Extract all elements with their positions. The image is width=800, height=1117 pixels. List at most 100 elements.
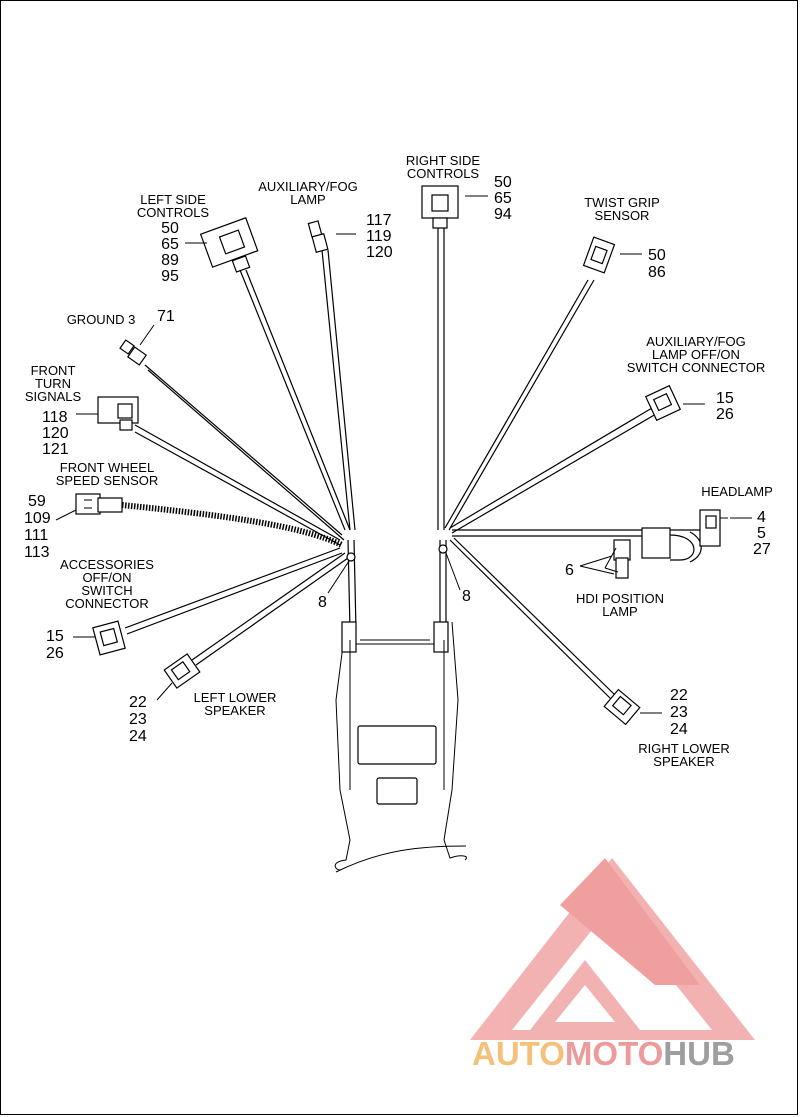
svg-text:95: 95 (161, 268, 179, 285)
wire-right-lower-speaker-2 (453, 537, 617, 697)
svg-text:15: 15 (46, 628, 64, 645)
svg-text:RIGHT LOWER: RIGHT LOWER (638, 741, 730, 756)
svg-text:121: 121 (42, 441, 69, 458)
wire-aux-fog-lamp (321, 249, 351, 531)
front-turn-signals-label: FRONT TURN SIGNALS 118 120 121 (25, 363, 82, 458)
right-clip-number: 8 (462, 588, 471, 605)
watermark-logo-icon (470, 858, 755, 1040)
twist-grip-connector-icon (582, 236, 616, 274)
svg-text:15: 15 (716, 390, 734, 407)
leader-lines (55, 195, 752, 714)
aux-fog-switch-connector-icon (644, 384, 682, 422)
wire-front-wheel-speed-sensor (121, 502, 344, 548)
aux-fog-lamp-connector-icon (307, 220, 329, 254)
front-wheel-speed-sensor-label: FRONT WHEEL SPEED SENSOR 59 109 111 113 (24, 460, 158, 561)
svg-text:24: 24 (670, 721, 688, 738)
watermark-text: AUTOMOTOHUB (472, 1035, 735, 1072)
left-lower-speaker-connector-icon (163, 653, 201, 689)
right-lower-speaker-label: 22 23 24 RIGHT LOWER SPEAKER (638, 687, 730, 769)
svg-text:94: 94 (494, 206, 512, 223)
svg-text:OFF/ON: OFF/ON (82, 570, 131, 585)
svg-text:4: 4 (757, 509, 766, 526)
svg-text:TURN: TURN (35, 376, 71, 391)
svg-text:RIGHT SIDE: RIGHT SIDE (406, 153, 480, 168)
wire-aux-fog-lamp-2 (327, 249, 356, 531)
svg-text:65: 65 (494, 190, 512, 207)
svg-text:LEFT SIDE: LEFT SIDE (140, 192, 206, 207)
svg-text:SENSOR: SENSOR (595, 208, 650, 223)
aux-fog-switch-label: AUXILIARY/FOG LAMP OFF/ON SWITCH CONNECT… (627, 334, 765, 423)
svg-text:SPEED SENSOR: SPEED SENSOR (56, 473, 159, 488)
aux-fog-lamp-label: AUXILIARY/FOG LAMP 117 119 120 (258, 179, 393, 261)
svg-text:26: 26 (46, 645, 64, 662)
wire-ground-3 (144, 364, 343, 536)
svg-text:SWITCH: SWITCH (81, 583, 132, 598)
wire-front-turn-signals-2 (134, 431, 341, 546)
svg-text:23: 23 (670, 704, 688, 721)
svg-text:5: 5 (757, 525, 766, 542)
wire-left-trunk-2 (353, 539, 357, 631)
svg-text:120: 120 (366, 244, 393, 261)
accessories-switch-label: ACCESSORIES OFF/ON SWITCH CONNECTOR 15 2… (46, 557, 154, 662)
accessories-switch-connector-icon (92, 620, 126, 656)
left-side-controls-connector-icon (199, 217, 259, 273)
svg-text:CONTROLS: CONTROLS (137, 205, 210, 220)
svg-text:LAMP: LAMP (290, 192, 325, 207)
harness-wires (121, 228, 700, 701)
svg-text:HDI POSITION: HDI POSITION (576, 591, 664, 606)
svg-text:GROUND 3: GROUND 3 (67, 312, 136, 327)
left-lower-speaker-label: LEFT LOWER SPEAKER 22 23 24 (129, 690, 276, 745)
svg-text:119: 119 (366, 228, 392, 245)
svg-text:22: 22 (670, 687, 688, 704)
ground-3-connector-icon (119, 339, 148, 366)
svg-text:ACCESSORIES: ACCESSORIES (60, 557, 154, 572)
svg-text:27: 27 (753, 541, 771, 558)
wire-aux-fog-switch-2 (451, 413, 657, 534)
wire-right-lower-speaker (449, 539, 613, 701)
svg-text:86: 86 (648, 264, 666, 281)
svg-text:LAMP: LAMP (602, 604, 637, 619)
right-lower-speaker-connector-icon (603, 688, 641, 726)
svg-text:59: 59 (28, 493, 46, 510)
left-clip-number: 8 (318, 594, 327, 611)
wire-ground-3-2 (147, 369, 345, 541)
headlamp-connector-icon (699, 509, 728, 547)
front-wheel-speed-sensor-connector-icon (75, 493, 123, 515)
svg-text:50: 50 (648, 247, 666, 264)
svg-text:HEADLAMP: HEADLAMP (701, 484, 773, 499)
svg-text:26: 26 (716, 406, 734, 423)
hdi-position-lamp-label: 6 HDI POSITION LAMP (565, 562, 664, 619)
right-clip-icon (438, 544, 448, 554)
svg-text:FRONT: FRONT (31, 363, 76, 378)
svg-text:24: 24 (129, 728, 147, 745)
svg-text:SPEAKER: SPEAKER (653, 754, 714, 769)
svg-text:71: 71 (157, 308, 175, 325)
svg-text:CONTROLS: CONTROLS (407, 166, 480, 181)
right-side-controls-connector-icon (421, 185, 459, 229)
wire-aux-fog-switch (449, 407, 653, 529)
svg-text:TWIST GRIP: TWIST GRIP (584, 195, 660, 210)
svg-text:AUXILIARY/FOG: AUXILIARY/FOG (258, 179, 357, 194)
svg-text:6: 6 (565, 562, 574, 579)
watermark-auto: AUTOMOTOHUB (472, 1035, 735, 1072)
wire-accessories-switch (124, 547, 341, 629)
fairing-body (334, 621, 467, 873)
svg-text:109: 109 (24, 510, 51, 527)
svg-text:65: 65 (161, 236, 179, 253)
wire-left-lower-speaker (191, 552, 346, 661)
wire-left-side-controls-2 (245, 269, 351, 531)
svg-text:50: 50 (161, 220, 179, 237)
svg-text:22: 22 (129, 694, 147, 711)
svg-text:SWITCH CONNECTOR: SWITCH CONNECTOR (627, 360, 765, 375)
svg-text:SIGNALS: SIGNALS (25, 389, 82, 404)
ground-3-label: GROUND 3 71 (67, 308, 175, 327)
wire-accessories-switch-2 (126, 552, 343, 635)
svg-text:LAMP OFF/ON: LAMP OFF/ON (652, 347, 740, 362)
svg-text:117: 117 (366, 212, 392, 229)
svg-text:118: 118 (42, 409, 68, 426)
right-side-controls-label: RIGHT SIDE CONTROLS 50 65 94 (406, 153, 512, 223)
svg-text:120: 120 (42, 425, 69, 442)
left-side-controls-label: LEFT SIDE CONTROLS 50 65 89 95 (137, 192, 210, 285)
headlamp-harness-loop (604, 527, 702, 579)
twist-grip-sensor-label: TWIST GRIP SENSOR 50 86 (584, 195, 666, 281)
